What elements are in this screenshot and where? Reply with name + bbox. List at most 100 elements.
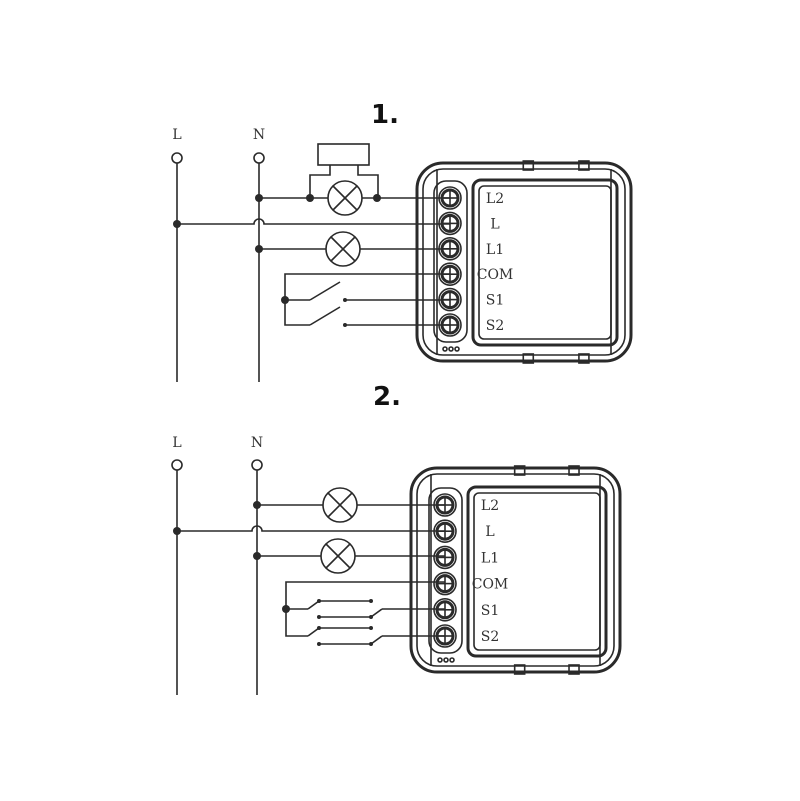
screw-head (440, 315, 460, 335)
diagram-title: 2. (373, 382, 401, 412)
lamp-icon (325, 231, 361, 267)
lamp-cross (327, 492, 353, 518)
terminal-label: L1 (481, 550, 499, 566)
terminal-n-supply (253, 152, 265, 164)
label-panel (466, 485, 608, 658)
terminal-s2: S2 (438, 313, 504, 337)
lamp-circle (320, 538, 356, 574)
clip (513, 465, 526, 476)
switch-blade-right-s1 (370, 608, 383, 618)
lamp-icon (322, 487, 358, 523)
terminal-strip (428, 487, 463, 654)
terminal-l: L (433, 519, 495, 544)
junction-dot (373, 194, 381, 202)
terminal-label: L2 (481, 498, 499, 514)
clip (578, 160, 590, 171)
screw-terminal (433, 624, 457, 648)
screw-head (440, 188, 460, 208)
terminal-s1: S1 (438, 287, 505, 312)
terminal-com: COM (438, 262, 514, 287)
led-indicator (448, 346, 454, 352)
terminal-l2: L2 (438, 186, 504, 210)
screw-terminal (438, 211, 462, 236)
screw-terminal (438, 262, 462, 287)
junction-dot (255, 245, 263, 253)
switch-blade-left-s1 (307, 600, 320, 610)
screw-head (440, 213, 460, 233)
lamp-icon (327, 180, 363, 216)
terminal-label: S1 (481, 603, 500, 619)
switch-blade-s2 (309, 306, 341, 326)
screw-head (435, 547, 455, 567)
terminal-l: L (438, 211, 500, 236)
wire-l (177, 218, 450, 225)
switch-blade-left-s2 (307, 627, 320, 637)
switch-blade-s1 (309, 281, 341, 301)
junction-dot (173, 527, 181, 535)
junction-dot (253, 552, 261, 560)
terminal-n-supply (251, 459, 263, 471)
terminal-label: COM (477, 267, 514, 283)
module-outer-frame (415, 161, 633, 363)
led-indicator (454, 346, 460, 352)
wire-load (309, 165, 331, 198)
junction-dot (173, 220, 181, 228)
switch-blade-right-s2 (370, 635, 383, 645)
screw-head (440, 290, 460, 310)
lamp-cross (332, 185, 358, 211)
terminal-strip (433, 180, 468, 343)
lamp-icon (320, 538, 356, 574)
screw-head (435, 600, 455, 620)
screw-terminal (438, 186, 462, 210)
screw-terminal (438, 237, 462, 261)
supply-label-n: N (253, 127, 265, 143)
screw-terminal (433, 493, 457, 517)
terminal-l1: L1 (438, 237, 504, 261)
clip (513, 664, 526, 675)
clip (578, 353, 590, 364)
terminal-label: COM (472, 577, 509, 593)
screw-head (440, 264, 460, 284)
module-inner-frame (422, 168, 626, 356)
supply-label-l: L (172, 435, 181, 451)
screw-terminal (433, 571, 457, 596)
screw-head (435, 626, 455, 646)
terminal-label: S1 (486, 293, 505, 309)
led-indicator (443, 657, 449, 663)
lamp-cross (325, 543, 351, 569)
supply-label-n: N (251, 435, 263, 451)
label-panel (471, 178, 619, 347)
screw-terminal (433, 545, 457, 570)
terminal-l-supply (171, 152, 183, 164)
screw-head (435, 574, 455, 594)
terminal-label: S2 (481, 629, 500, 645)
label-panel-inner (478, 185, 612, 340)
terminal-label: L (485, 524, 494, 540)
screw-head (435, 495, 455, 515)
diagram-title: 1. (371, 100, 399, 130)
terminal-label: L (490, 216, 499, 232)
wire-l (177, 525, 445, 532)
terminal-s1: S1 (433, 597, 500, 622)
clip (568, 664, 580, 675)
terminal-com: COM (433, 571, 509, 596)
junction-dot (255, 194, 263, 202)
lamp-circle (327, 180, 363, 216)
clip (522, 353, 535, 364)
led-indicator (449, 657, 455, 663)
junction-dot (253, 501, 261, 509)
lamp-cross (330, 236, 356, 262)
screw-terminal (438, 313, 462, 337)
screw-terminal (433, 597, 457, 622)
screw-terminal (433, 519, 457, 544)
clip (568, 465, 580, 476)
led-indicator (437, 657, 443, 663)
label-panel-inner (473, 492, 601, 651)
terminal-s2: S2 (433, 624, 500, 648)
screw-head (435, 521, 455, 541)
